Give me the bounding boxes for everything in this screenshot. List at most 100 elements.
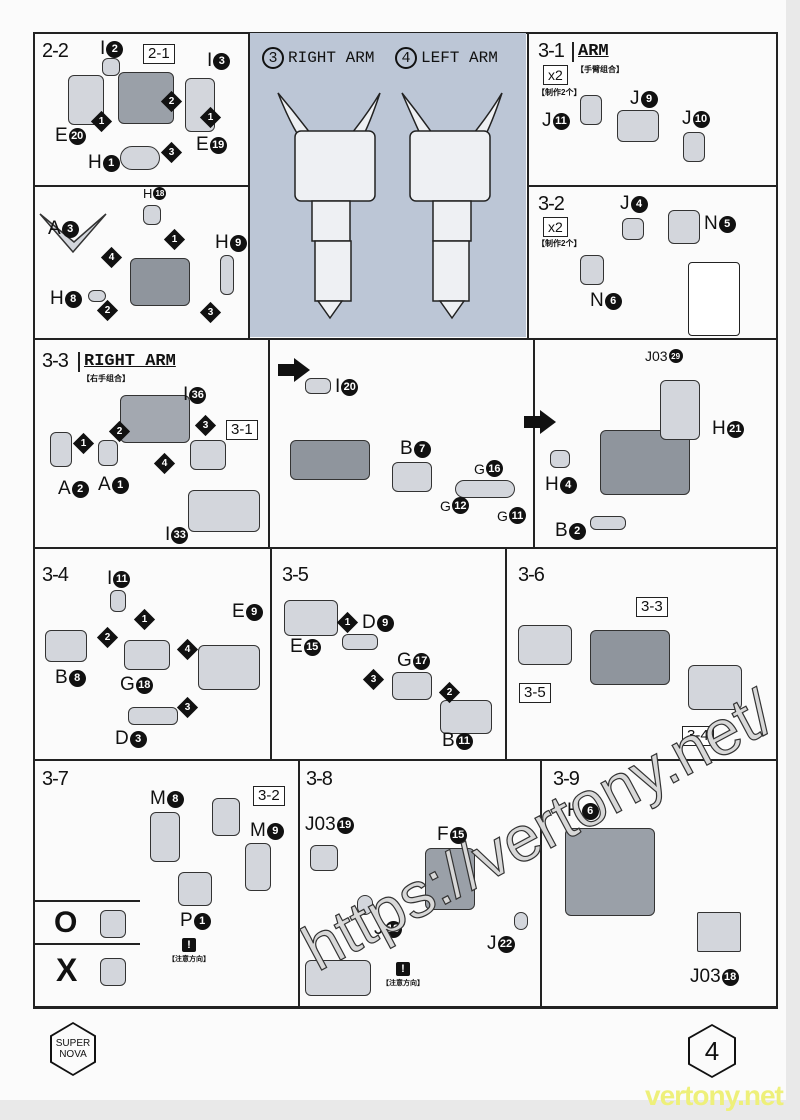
part-shape [580,255,604,285]
part-number: 18 [135,676,153,694]
part-number: 2 [106,40,124,58]
part-shape [130,258,190,306]
divider [527,185,778,187]
part-number: 20 [68,127,86,145]
divider [35,943,140,945]
part-shape [120,146,160,170]
orientation-note: ! 【注意方向】 [382,962,424,988]
divider [33,340,35,1007]
part-letter: E [232,601,245,622]
step-diamond: 2 [438,681,461,704]
multiplier-box: x2 [543,65,568,85]
part-shape [120,395,190,443]
part-letter: H [567,800,581,821]
page-number: 4 [704,1035,720,1066]
step-diamond: 4 [176,638,199,661]
part-shape [590,630,670,685]
part-letter: I [207,50,213,71]
step-diamond: 3 [194,414,217,437]
part-letter: A [98,474,111,495]
part-letter: P [180,910,193,931]
part-number: 6 [581,802,599,820]
part-letter: E [290,636,303,657]
note-text: 【注意方向】 [382,980,424,987]
part-number: 7 [413,440,431,458]
part-shape [342,634,378,650]
part-letter: B [442,730,455,751]
part-shape [290,440,370,480]
part-number: 11 [552,112,570,130]
part-letter: J03 [305,814,336,835]
step-diamond: 1 [133,608,156,631]
reference-box: 3-4 [682,726,714,746]
part-letter: J [542,110,552,131]
page-number-badge: 4 [688,1024,736,1078]
part-number: 4 [630,195,648,213]
part-shape [455,480,515,498]
step-circle: 3 [262,47,284,69]
step-diamond: 4 [100,246,123,269]
part-letter: J [682,108,692,129]
part-number: 9 [229,234,247,252]
part-shape [110,590,126,612]
part-number: 2 [568,522,586,540]
step-diamond: 3 [362,668,385,691]
warning-icon: ! [396,962,410,976]
part-number: 15 [303,638,321,656]
step-diamond: 1 [163,228,186,251]
part-letter: H [143,186,153,201]
part-number: 8 [68,669,86,687]
step-diamond: 4 [153,452,176,475]
detail-inset [688,262,740,336]
part-number: 19 [336,816,354,834]
part-shape [98,440,118,466]
divider [505,549,507,759]
step-number: 3-9 [553,768,580,790]
part-letter: B [400,438,413,459]
section-title: ARM [572,42,609,62]
step-number: 3-6 [518,564,545,586]
next-arrow-icon [524,410,556,434]
part-shape [100,958,126,986]
part-shape [102,58,120,76]
reference-box: 3-2 [253,786,285,806]
step-number: 3-8 [306,768,333,790]
part-number: 3 [129,730,147,748]
part-letter: F [437,824,449,845]
part-shape [88,290,106,302]
part-number: 18 [153,187,167,200]
arm-illustrations [277,92,503,320]
footer-rule [33,1006,778,1009]
divider [248,32,250,340]
label-text: RIGHT ARM [288,49,375,67]
part-shape [660,380,700,440]
part-number: 16 [485,460,503,477]
step-diamond: 1 [90,110,113,133]
part-number: 3 [61,220,79,238]
divider [35,900,140,902]
part-letter: I [335,376,341,397]
step-number: 3-2 [538,193,565,215]
part-shape [392,672,432,700]
part-shape [392,462,432,492]
part-letter: I [183,384,189,405]
part-letter: A [58,478,71,499]
